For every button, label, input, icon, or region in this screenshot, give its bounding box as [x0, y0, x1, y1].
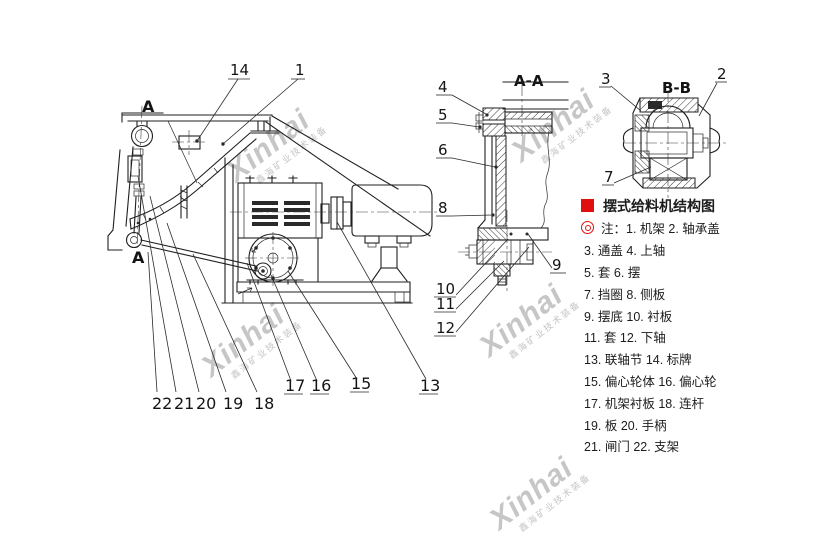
connecting-rod [140, 239, 258, 272]
part-label-5: 5 [438, 106, 448, 124]
part-label-19: 19 [223, 394, 243, 413]
upper-bearing [130, 124, 154, 148]
main-assembly-view: 14 1 A A 22 21 20 19 18 17 16 15 13 [107, 61, 443, 413]
legend-row: 11. 套 12. 下轴 [584, 331, 666, 346]
section-bb-title: B-B [662, 79, 691, 97]
section-aa-title: A-A [514, 72, 544, 90]
part-label-9: 9 [552, 256, 562, 274]
gate-plate [127, 155, 143, 183]
double-circle-icon [581, 221, 594, 235]
part-label-17: 17 [285, 376, 305, 395]
legend-row: 19. 板 20. 手柄 [584, 418, 667, 433]
motor-pedestal [380, 246, 398, 269]
part-label-2: 2 [717, 65, 727, 83]
legend-row: 17. 机架衬板 18. 连杆 [584, 396, 705, 411]
part-label-7: 7 [604, 168, 614, 186]
nameplate [178, 135, 201, 150]
drive-housing [237, 182, 323, 239]
part-label-4: 4 [438, 78, 448, 96]
parts-legend: 摆式给料机结构图 注：1. 机架 2. 轴承盖 3. 通盖 4. 上轴 5. 套… [581, 194, 766, 457]
red-square-icon [581, 199, 594, 212]
legend-row: 21. 闸门 22. 支架 [584, 440, 680, 455]
section-line-a [136, 105, 143, 249]
part-label-16: 16 [311, 376, 331, 395]
part-label-10: 10 [436, 280, 455, 298]
part-label-12: 12 [436, 319, 455, 337]
legend-row: 9. 摆底 10. 衬板 [584, 309, 673, 324]
part-label-14: 14 [230, 61, 249, 79]
legend-row: 7. 挡圈 8. 侧板 [584, 287, 666, 302]
frame-incline [271, 115, 399, 190]
legend-row: 15. 偏心轮体 16. 偏心轮 [584, 374, 717, 389]
section-view-aa: A-A [434, 72, 569, 337]
bell-crank-pivot [125, 231, 143, 249]
motor [351, 184, 433, 248]
section-marker-a-top: A [142, 97, 155, 116]
part-label-11: 11 [436, 295, 455, 313]
part-label-20: 20 [196, 394, 216, 413]
pendulum-band-inner [130, 138, 257, 230]
side-plate [180, 185, 188, 219]
legend-row: 3. 通盖 4. 上轴 [584, 244, 666, 259]
part-label-15: 15 [351, 374, 371, 393]
legend-note-row: 注：1. 机架 2. 轴承盖 [581, 217, 766, 239]
gate-handle [132, 148, 144, 156]
part-label-13: 13 [420, 376, 440, 395]
part-label-18: 18 [254, 394, 274, 413]
housing-louvers [252, 201, 310, 226]
legend-title-row: 摆式给料机结构图 [581, 194, 766, 217]
legend-note: 注：1. 机架 2. 轴承盖 [601, 222, 720, 237]
part-label-22: 22 [152, 394, 172, 413]
legend-title: 摆式给料机结构图 [603, 197, 715, 214]
part-label-3: 3 [601, 70, 611, 88]
legend-row: 5. 套 6. 摆 [584, 265, 641, 280]
legend-row: 13. 联轴节 14. 标牌 [584, 353, 692, 368]
section-view-bb: B-B [599, 65, 728, 198]
pendulum-band-outer [129, 132, 251, 220]
part-label-6: 6 [438, 141, 448, 159]
section-marker-a-bottom: A [132, 248, 145, 267]
part-label-1: 1 [295, 61, 305, 79]
coupling [320, 196, 352, 230]
part-label-21: 21 [174, 394, 194, 413]
part-label-8: 8 [438, 199, 448, 217]
